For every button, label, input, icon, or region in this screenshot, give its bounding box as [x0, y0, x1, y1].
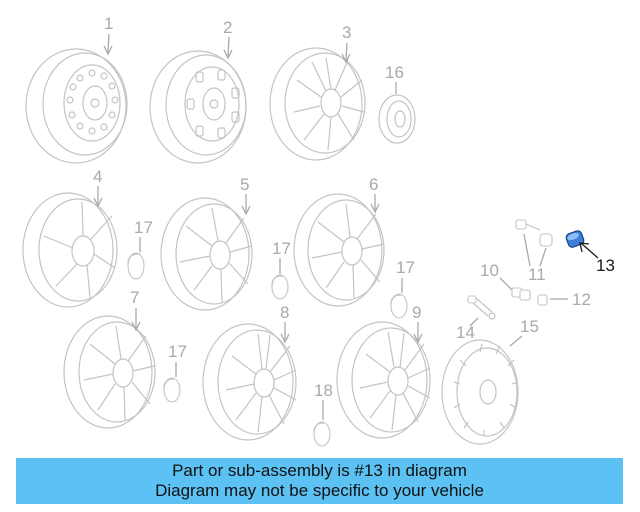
callout-12: 12	[550, 290, 591, 309]
valve-stem-14	[467, 295, 496, 320]
callout-17-a: 17	[134, 218, 153, 252]
svg-text:11: 11	[528, 265, 546, 284]
callout-11: 11	[523, 233, 547, 284]
callout-15: 15	[509, 317, 539, 347]
callout-17-c: 17	[396, 258, 415, 293]
callout-9: 9	[412, 303, 423, 344]
svg-text:17: 17	[396, 258, 415, 277]
caption-disclaimer-line: Diagram may not be specific to your vehi…	[155, 481, 484, 500]
cap-17-d	[163, 377, 181, 403]
svg-text:2: 2	[223, 18, 232, 37]
wheel-6	[293, 193, 385, 307]
svg-text:13: 13	[596, 256, 615, 275]
wheel-4	[22, 192, 118, 308]
valve-parts-10-12	[511, 287, 548, 306]
svg-text:9: 9	[412, 303, 421, 322]
callout-1: 1	[103, 14, 113, 56]
caption-part-line: Part or sub-assembly is #13 in diagram	[172, 461, 467, 480]
callout-16: 16	[385, 63, 404, 94]
callout-6: 6	[369, 175, 380, 214]
tpms-sensor-11	[515, 219, 553, 247]
callout-10: 10	[480, 261, 513, 291]
callout-14: 14	[456, 317, 479, 342]
svg-text:6: 6	[369, 175, 378, 194]
wheel-7	[63, 315, 156, 429]
wheel-5	[160, 197, 253, 311]
svg-text:18: 18	[314, 381, 333, 400]
hub-cap-16	[378, 94, 416, 144]
callout-13: 13	[579, 242, 615, 275]
svg-text:15: 15	[520, 317, 539, 336]
callout-4: 4	[93, 167, 103, 208]
callout-17-b: 17	[272, 239, 291, 274]
callout-5: 5	[240, 175, 251, 216]
wheel-1	[25, 48, 128, 164]
svg-text:5: 5	[240, 175, 249, 194]
callout-17-d: 17	[168, 342, 187, 377]
svg-text:17: 17	[168, 342, 187, 361]
svg-text:16: 16	[385, 63, 404, 82]
cap-17-b	[271, 274, 289, 300]
svg-text:8: 8	[280, 303, 289, 322]
cap-17-c	[390, 293, 408, 319]
wheel-3	[269, 47, 366, 161]
svg-text:17: 17	[272, 239, 291, 258]
callout-18: 18	[314, 381, 333, 420]
wheel-8	[202, 323, 297, 441]
svg-text:12: 12	[572, 290, 591, 309]
svg-text:17: 17	[134, 218, 153, 237]
caption-banner: Part or sub-assembly is #13 in diagram D…	[16, 458, 623, 504]
wheel-9	[336, 321, 431, 439]
svg-text:10: 10	[480, 261, 499, 280]
wheel-2	[149, 50, 247, 164]
cap-17-a	[127, 252, 145, 280]
valve-cap-13-highlighted	[565, 230, 585, 248]
svg-text:4: 4	[93, 167, 102, 186]
svg-text:3: 3	[342, 23, 351, 42]
callout-2: 2	[223, 18, 233, 60]
callout-7: 7	[130, 288, 141, 332]
svg-text:1: 1	[104, 14, 113, 33]
callout-3: 3	[341, 23, 351, 64]
callout-8: 8	[280, 303, 290, 344]
cap-18	[313, 421, 331, 447]
wheel-cover-15	[441, 339, 519, 445]
svg-text:7: 7	[130, 288, 139, 307]
svg-text:14: 14	[456, 323, 475, 342]
